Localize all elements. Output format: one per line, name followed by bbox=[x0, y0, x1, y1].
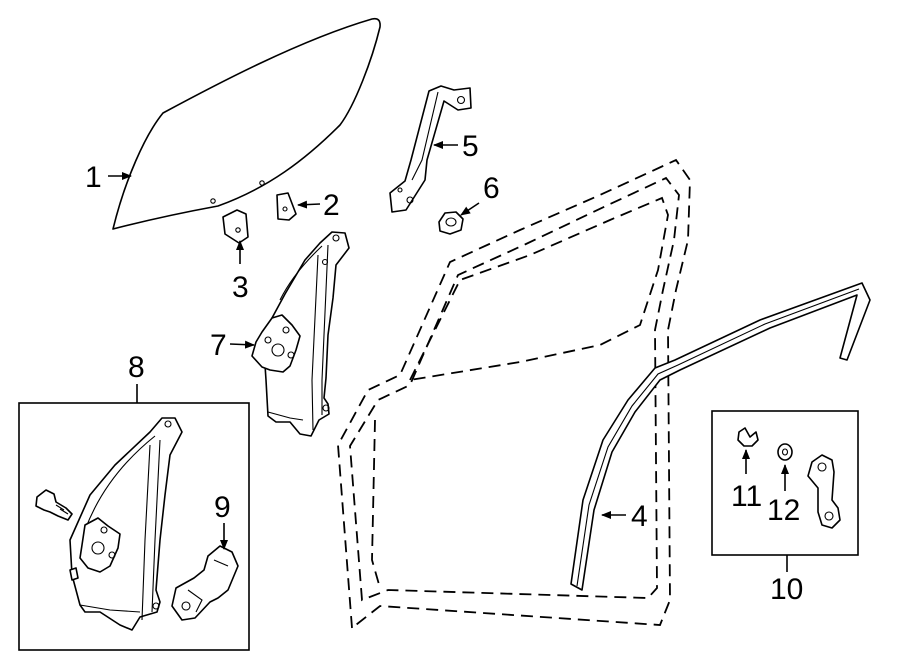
window-crank-handle-part bbox=[807, 454, 841, 529]
door-glass-part bbox=[112, 17, 381, 230]
callout-1: 1 bbox=[85, 161, 102, 194]
callout-5: 5 bbox=[462, 130, 479, 163]
guide-rail-part bbox=[389, 85, 472, 213]
bolt-part bbox=[35, 489, 73, 521]
callout-12: 12 bbox=[767, 494, 800, 527]
glass-clip-part-2 bbox=[276, 192, 297, 221]
washer-part bbox=[777, 443, 793, 461]
callout-4: 4 bbox=[631, 500, 648, 533]
glass-clip-part-3 bbox=[222, 209, 249, 244]
callout-3: 3 bbox=[232, 271, 249, 304]
window-regulator-part bbox=[251, 231, 350, 437]
callout-2: 2 bbox=[323, 189, 340, 222]
regulator-assembly-part bbox=[69, 417, 183, 631]
callout-10: 10 bbox=[770, 573, 803, 606]
assembly-box-10 bbox=[711, 410, 859, 556]
leader-lines bbox=[108, 141, 789, 572]
callout-6: 6 bbox=[483, 172, 500, 205]
callout-labels: 1 2 3 4 5 6 7 8 9 10 11 12 bbox=[85, 130, 803, 606]
assembly-box-8 bbox=[18, 402, 250, 651]
callout-9: 9 bbox=[214, 491, 231, 524]
callout-8: 8 bbox=[128, 351, 145, 384]
door-shell-outline bbox=[337, 158, 691, 629]
nut-part bbox=[438, 211, 464, 235]
callout-7: 7 bbox=[210, 329, 227, 362]
retainer-clip-part bbox=[737, 427, 759, 447]
callout-11: 11 bbox=[731, 480, 762, 513]
window-motor-part bbox=[171, 545, 239, 621]
run-channel-part bbox=[570, 282, 871, 591]
